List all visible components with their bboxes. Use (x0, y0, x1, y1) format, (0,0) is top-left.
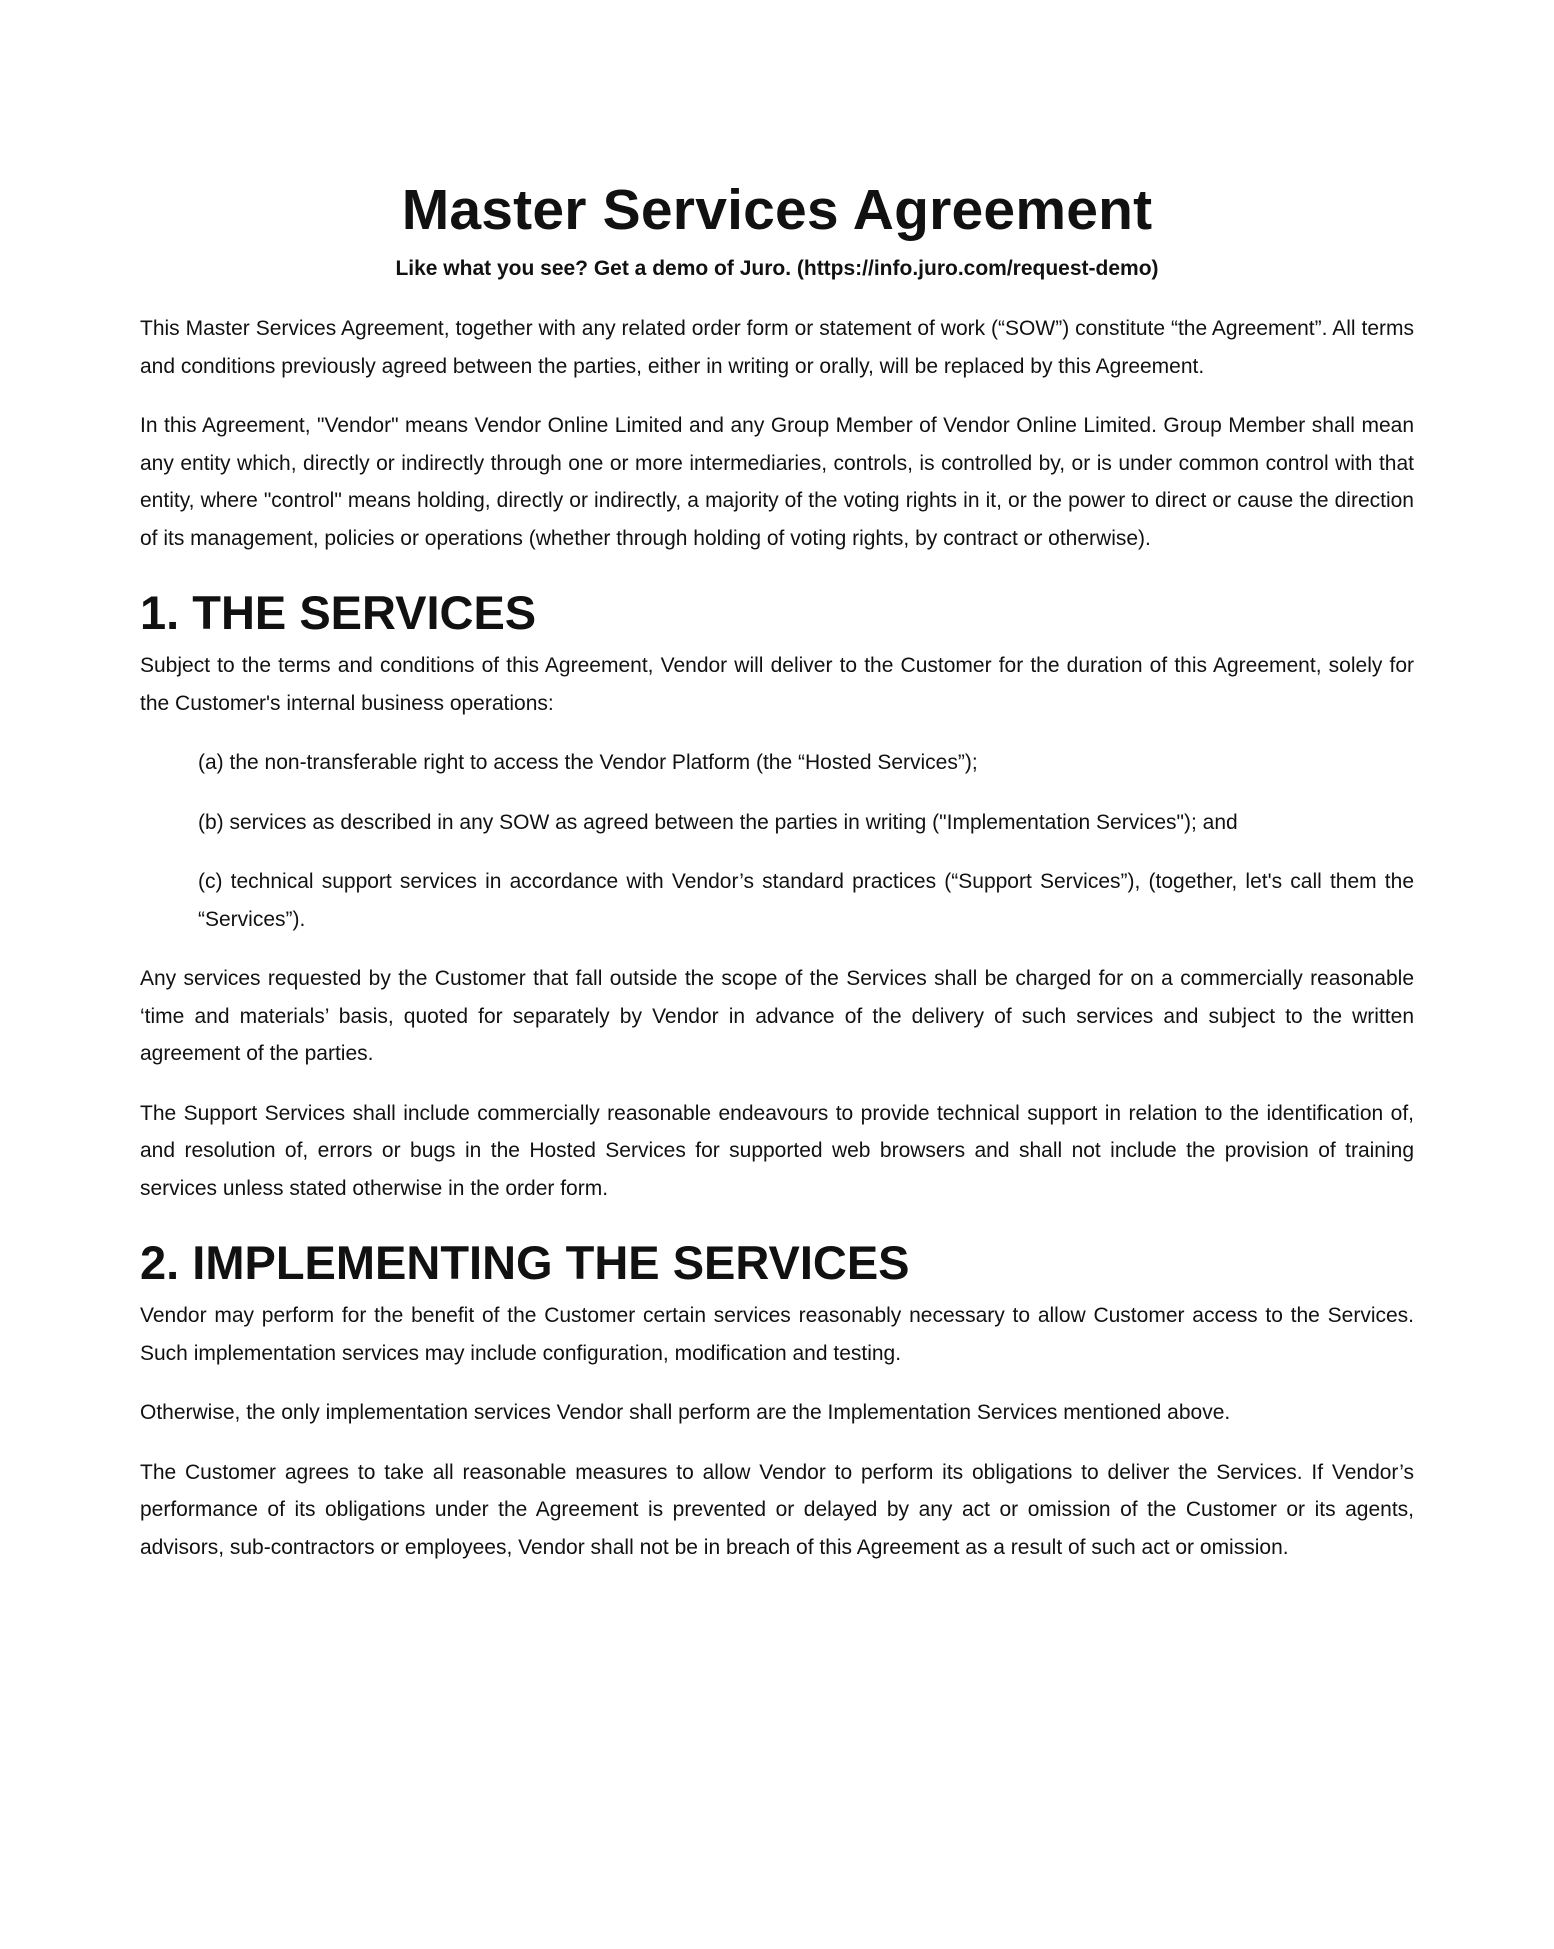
section-heading-services: 1. THE SERVICES (140, 586, 537, 639)
section-heading-implementing: 2. IMPLEMENTING THE SERVICES (140, 1236, 910, 1289)
services-item-b: (b) services as described in any SOW as … (198, 810, 1238, 834)
services-item-c: (c) technical support services in accord… (198, 870, 1414, 931)
document-page: Master Services Agreement Like what you … (140, 170, 1414, 1566)
document-title: Master Services Agreement (401, 178, 1153, 242)
services-paragraph-out-of-scope: Any services requested by the Customer t… (140, 967, 1414, 1065)
implementing-paragraph-customer-measures: The Customer agrees to take all reasonab… (140, 1460, 1414, 1559)
intro-paragraph-vendor-definition: In this Agreement, "Vendor" means Vendor… (140, 414, 1414, 550)
intro-paragraph-agreement: This Master Services Agreement, together… (140, 317, 1414, 378)
implementing-paragraph-otherwise: Otherwise, the only implementation servi… (140, 1401, 1231, 1424)
demo-subtitle: Like what you see? Get a demo of Juro. (… (395, 257, 1159, 280)
services-lead-paragraph: Subject to the terms and conditions of t… (140, 654, 1414, 715)
implementing-paragraph-benefit: Vendor may perform for the benefit of th… (140, 1304, 1414, 1365)
services-item-a: (a) the non-transferable right to access… (198, 751, 978, 774)
services-paragraph-support: The Support Services shall include comme… (140, 1101, 1414, 1200)
